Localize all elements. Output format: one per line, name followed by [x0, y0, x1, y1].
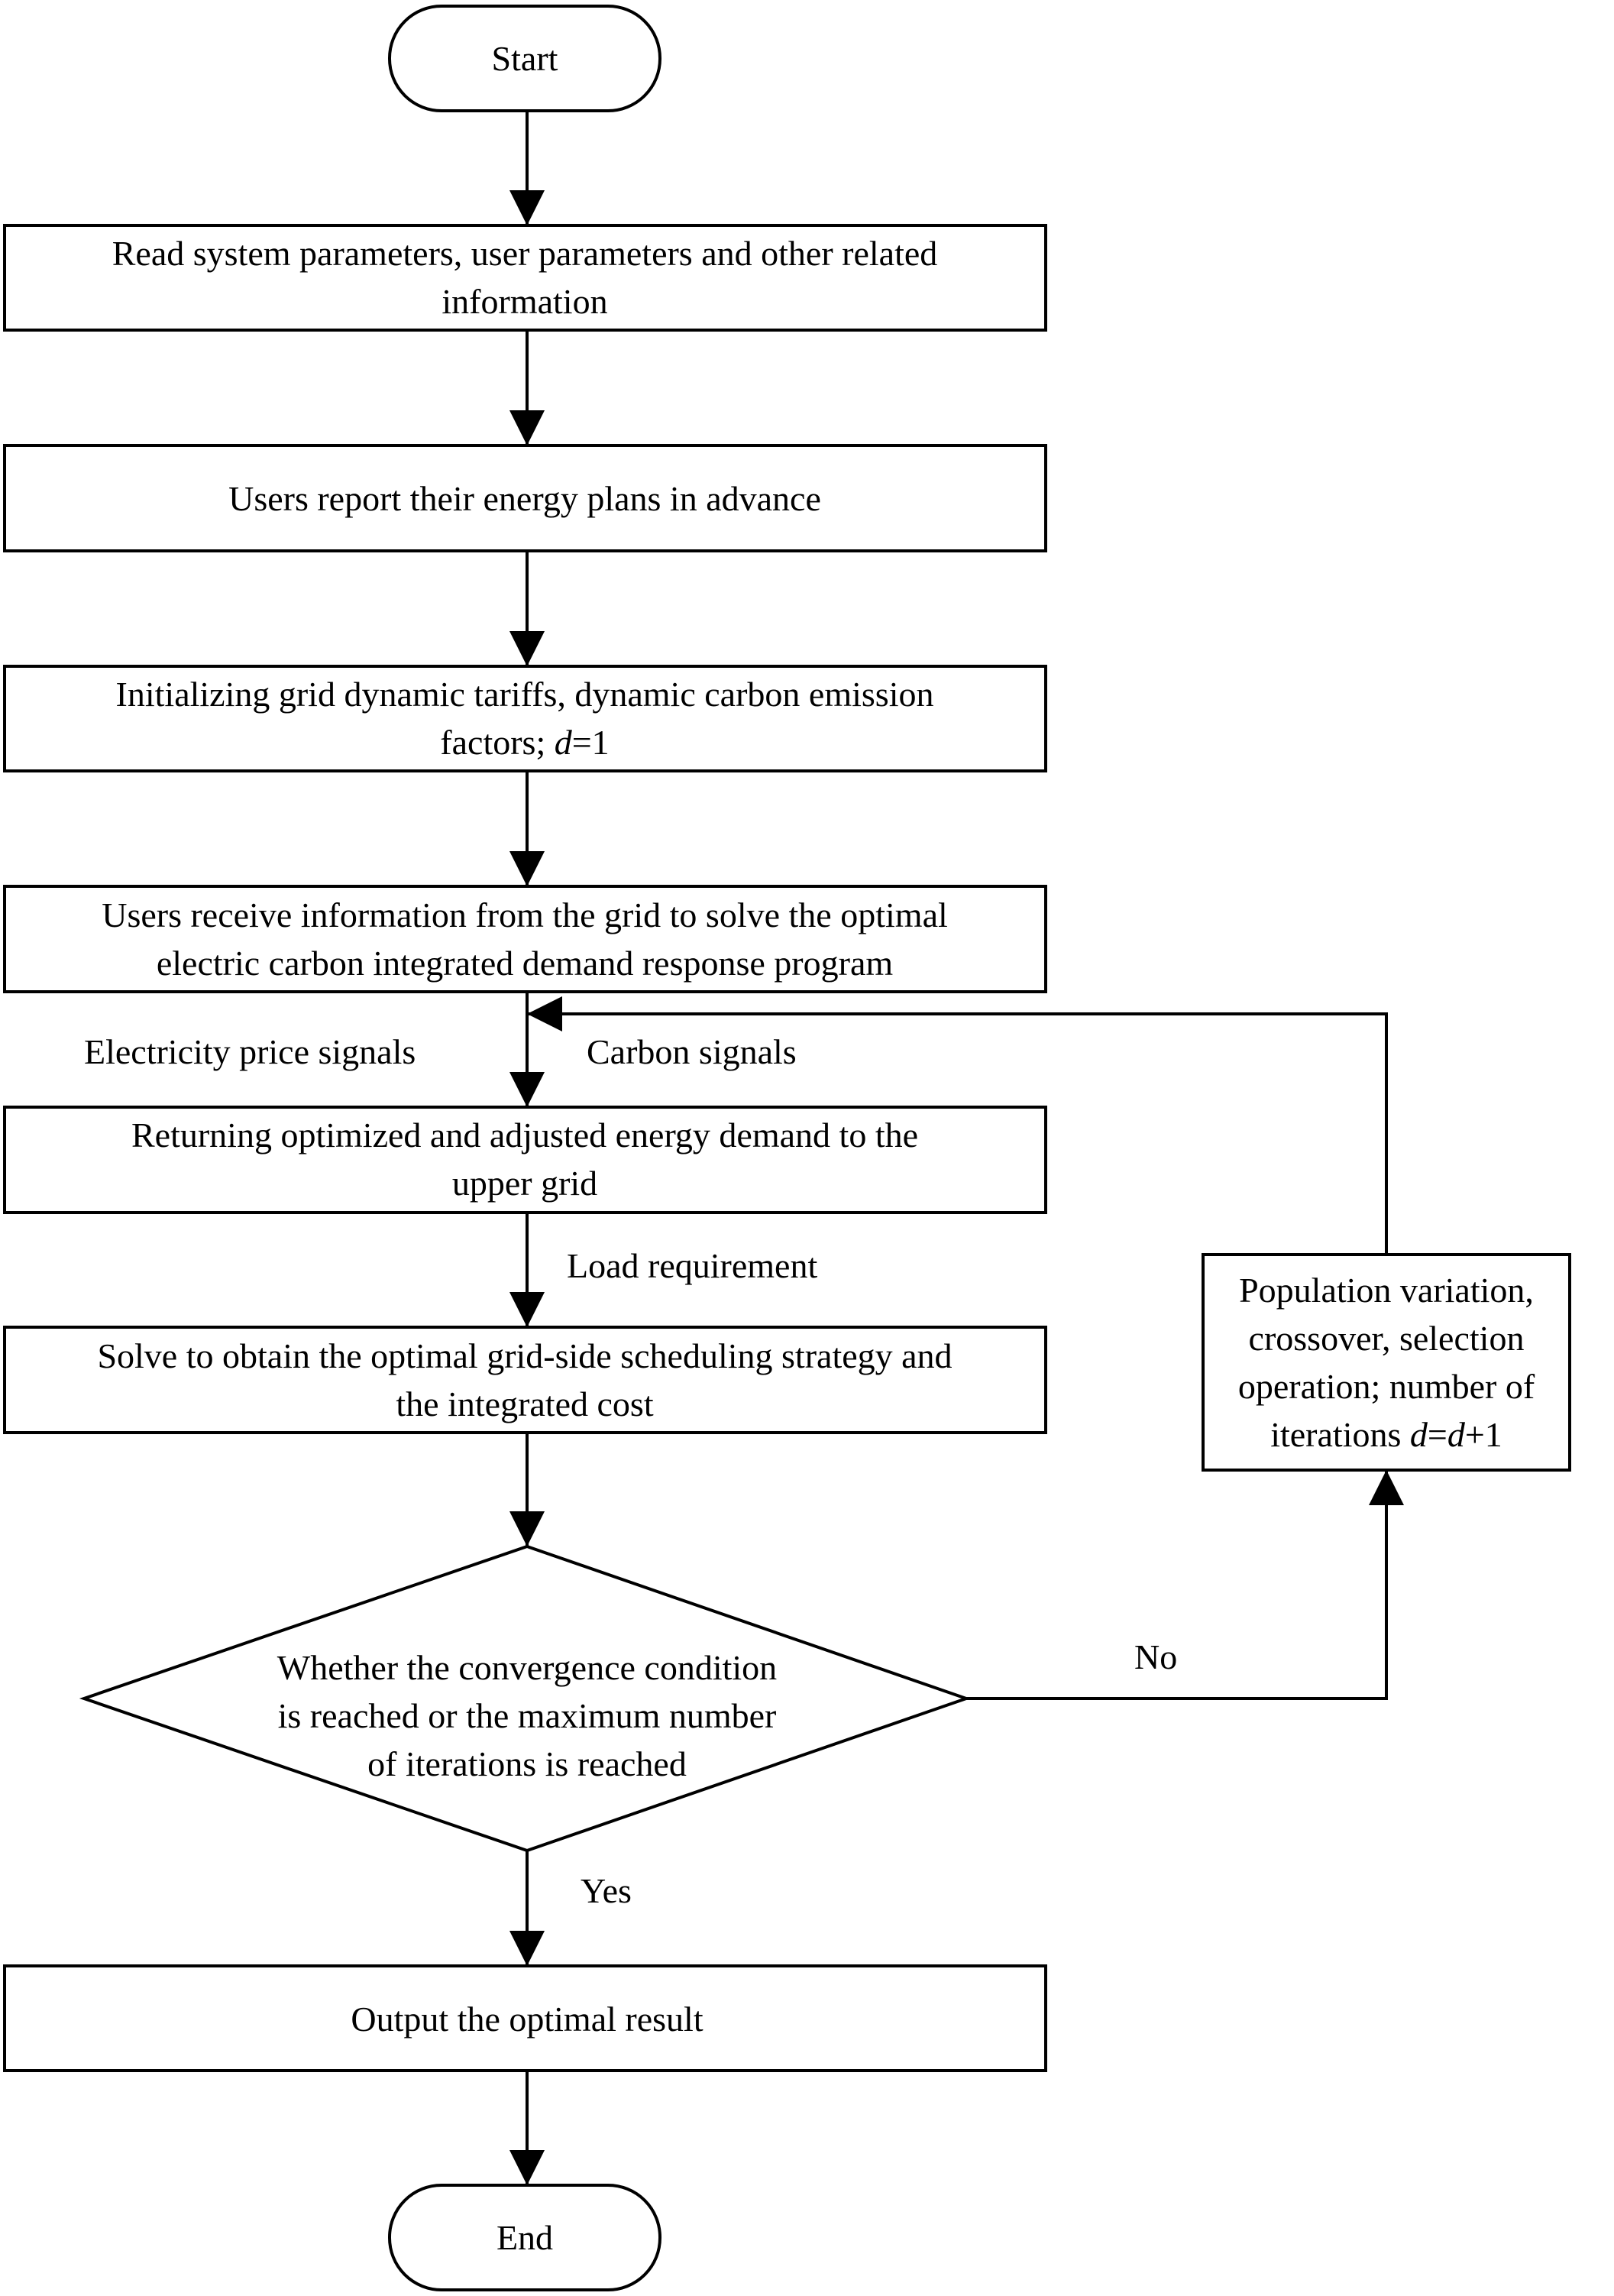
- initialize-line2-prefix: factors;: [440, 723, 554, 762]
- returning-box: [3, 1106, 1047, 1214]
- load-requirement-label: Load requirement: [567, 1246, 817, 1285]
- decision-line2: is reached or the maximum number: [278, 1696, 777, 1735]
- node-labels: Start Read system parameters, user param…: [97, 39, 1535, 2257]
- population-line2: crossover, selection: [1249, 1319, 1525, 1358]
- initialize-line2-var: d: [555, 723, 573, 762]
- end-terminal: [388, 2184, 661, 2291]
- arrow-decision-no-to-population: [966, 1470, 1404, 1700]
- read-params-line2: information: [442, 282, 607, 321]
- read-params-box: [3, 224, 1047, 332]
- electricity-price-signals-label: Electricity price signals: [84, 1032, 416, 1071]
- users-receive-box: [3, 885, 1047, 993]
- solve-box: [3, 1326, 1047, 1434]
- population-line4-suffix: +1: [1465, 1415, 1502, 1454]
- start-terminal: [388, 5, 661, 112]
- output-label: Output the optimal result: [351, 2000, 703, 2039]
- population-box: [1202, 1253, 1571, 1472]
- population-line1: Population variation,: [1239, 1271, 1534, 1310]
- read-params-line1: Read system parameters, user parameters …: [112, 234, 938, 273]
- users-report-box: [3, 444, 1047, 552]
- solve-line2: the integrated cost: [396, 1384, 653, 1423]
- returning-line2: upper grid: [452, 1164, 597, 1203]
- decision-line1: Whether the convergence condition: [277, 1648, 777, 1687]
- population-line3: operation; number of: [1238, 1367, 1535, 1406]
- yes-label: Yes: [581, 1871, 632, 1910]
- population-line4: iterations d=d+1: [1270, 1415, 1502, 1454]
- users-report-label: Users report their energy plans in advan…: [228, 479, 821, 518]
- initialize-line2-suffix: =1: [572, 723, 610, 762]
- population-line4-var2: d: [1447, 1415, 1466, 1454]
- population-line4-var1: d: [1410, 1415, 1428, 1454]
- initialize-line1: Initializing grid dynamic tariffs, dynam…: [116, 675, 934, 714]
- decision-diamond: [79, 1544, 972, 1853]
- carbon-signals-label: Carbon signals: [587, 1032, 797, 1071]
- connectors: [509, 111, 1404, 2185]
- initialize-box: [3, 665, 1047, 772]
- output-box: [3, 1964, 1047, 2072]
- population-line4-prefix: iterations: [1270, 1415, 1410, 1454]
- returning-line1: Returning optimized and adjusted energy …: [131, 1116, 918, 1154]
- end-label: End: [496, 2218, 553, 2257]
- start-label: Start: [492, 39, 558, 78]
- no-label: No: [1134, 1637, 1177, 1676]
- initialize-line2: factors; d=1: [440, 723, 609, 762]
- population-line4-eq: =: [1428, 1415, 1447, 1454]
- edge-labels: Electricity price signals Carbon signals…: [84, 1032, 1177, 1910]
- users-receive-line1: Users receive information from the grid …: [102, 895, 948, 934]
- solve-line1: Solve to obtain the optimal grid-side sc…: [97, 1336, 952, 1375]
- shapes: [3, 5, 1571, 2291]
- decision-line3: of iterations is reached: [367, 1744, 687, 1783]
- arrow-population-feedback: [527, 996, 1388, 1255]
- users-receive-line2: electric carbon integrated demand respon…: [157, 944, 894, 983]
